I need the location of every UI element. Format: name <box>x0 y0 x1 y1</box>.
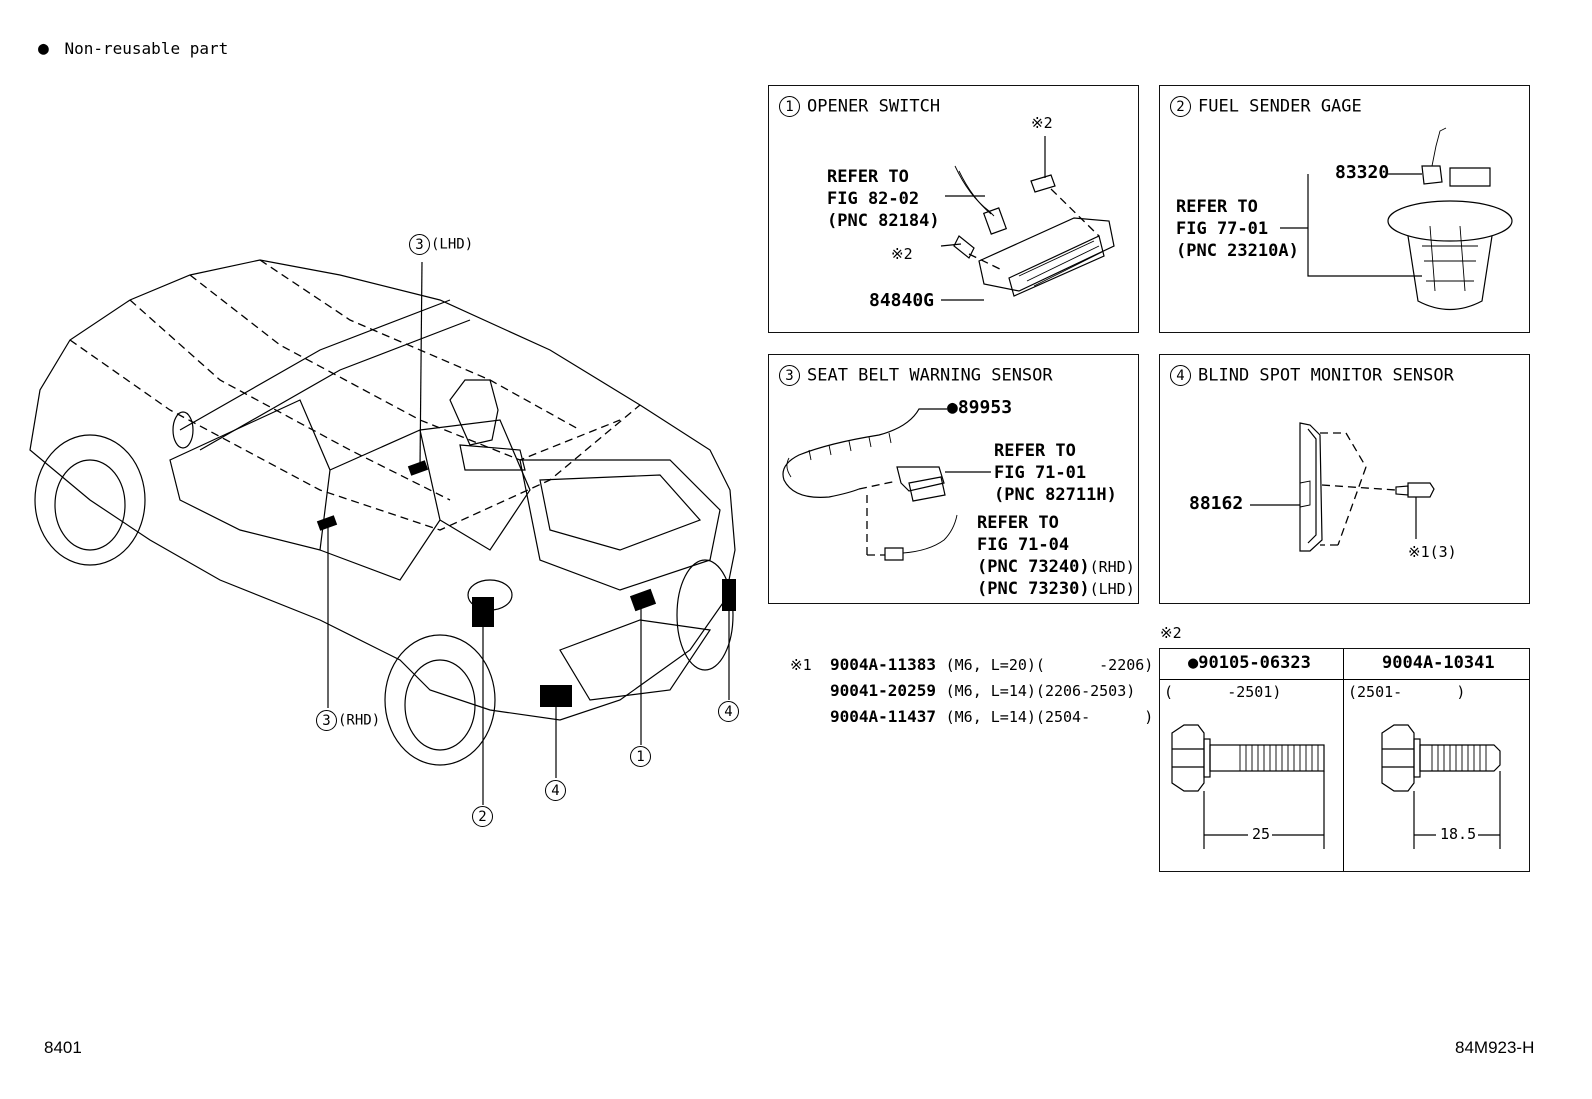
fuel-ref-line-3: (PNC 23210A) <box>1176 241 1299 261</box>
note2-col2-length: 18.5 <box>1440 825 1477 843</box>
callout-3-lhd-label: (LHD) <box>431 236 474 253</box>
note2-bolt-table: ●90105-06323 9004A-10341 ( -2501) (2501-… <box>1159 648 1530 872</box>
panel-opener-title-text: OPENER SWITCH <box>807 96 941 117</box>
seatbelt-ref2-line-1: REFER TO <box>977 513 1059 533</box>
seatbelt-part-number: ●89953 <box>947 397 1012 418</box>
panel-blindspot-number: 4 <box>1170 365 1191 386</box>
note2-col1-pn: 90105-06323 <box>1198 653 1311 673</box>
note1-bolt-list: ※1 9004A-11383 (M6, L=20)( -2206) 90041-2… <box>790 652 1153 730</box>
seatbelt-ref1-line-2: FIG 71-01 <box>994 463 1087 483</box>
panel-seatbelt-title-text: SEAT BELT WARNING SENSOR <box>807 365 1053 386</box>
callout-3-rhd-label: (RHD) <box>338 712 381 729</box>
blindspot-part-number: 88162 <box>1189 493 1244 514</box>
note2-column-divider <box>1343 649 1344 871</box>
callout-3-rhd: 3(RHD) <box>316 710 380 731</box>
note1-row1-spec: (M6, L=20) <box>945 656 1036 674</box>
note1-row-1: ※1 9004A-11383 (M6, L=20)( -2206) <box>790 652 1153 678</box>
seatbelt-ref2-pnc-lhd: (PNC 73230)(LHD) <box>977 578 1135 600</box>
opener-part-number: 84840G <box>869 290 935 311</box>
note1-row2-pn: 90041-20259 <box>830 681 936 700</box>
fuel-part-number: 83320 <box>1335 162 1390 183</box>
opener-ref-line-1: REFER TO <box>827 167 909 187</box>
callout-4-bumper-number: 4 <box>545 780 566 801</box>
callout-4-side: 4 <box>718 701 746 722</box>
blindspot-bolt-note: ※1(3) <box>1408 543 1457 561</box>
note1-mark: ※1 <box>790 656 812 674</box>
seatbelt-reference-1: REFER TO FIG 71-01 (PNC 82711H) <box>994 440 1117 506</box>
note2-bolt-drawings <box>1171 724 1501 849</box>
note2-col1-range: ( -2501) <box>1164 683 1282 701</box>
panel-seat-belt-sensor: 3 SEAT BELT WARNING SENSOR ●89953 REFER T… <box>768 354 1139 604</box>
panel-seatbelt-number: 3 <box>779 365 800 386</box>
seatbelt-pnc-lhd: (PNC 73230) <box>977 579 1090 599</box>
panel-opener-title: 1 OPENER SWITCH <box>779 96 940 117</box>
figure-number: 8401 <box>44 1038 82 1057</box>
note1-row2-range: (2206-2503) <box>1035 682 1136 700</box>
note2-col2-header: 9004A-10341 <box>1382 653 1495 673</box>
note1-row1-pn: 9004A-11383 <box>830 655 936 674</box>
fuel-ref-line-1: REFER TO <box>1176 197 1258 217</box>
opener-reference: REFER TO FIG 82-02 (PNC 82184) <box>827 166 940 232</box>
note1-row2-spec: (M6, L=14) <box>945 682 1036 700</box>
panel-fuel-title-text: FUEL SENDER GAGE <box>1198 96 1362 117</box>
seatbelt-variant-rhd: (RHD) <box>1089 558 1135 576</box>
callout-1-number: 1 <box>630 746 651 767</box>
blindspot-sensor-drawing <box>1250 422 1435 552</box>
seatbelt-ref2-line-2: FIG 71-04 <box>977 535 1070 555</box>
note1-row3-spec: (M6, L=14) <box>945 708 1036 726</box>
panel-fuel-title: 2 FUEL SENDER GAGE <box>1170 96 1362 117</box>
panel-fuel-sender-gage: 2 FUEL SENDER GAGE REFER TO FIG 77-01 (PN… <box>1159 85 1530 333</box>
note2-col1-header: ●90105-06323 <box>1188 653 1311 673</box>
drawing-code: 84M923-H <box>1455 1038 1535 1057</box>
seatbelt-pnc-rhd: (PNC 73240) <box>977 557 1090 577</box>
panel-seatbelt-title: 3 SEAT BELT WARNING SENSOR <box>779 365 1053 386</box>
vehicle-overview-drawing <box>29 259 736 805</box>
fuel-reference: REFER TO FIG 77-01 (PNC 23210A) <box>1176 196 1299 262</box>
note2-col1-length: 25 <box>1252 825 1271 843</box>
note2-header-divider <box>1160 679 1529 680</box>
note2-col1-mark: ● <box>1188 653 1199 673</box>
panel-opener-switch: 1 OPENER SWITCH REFER TO FIG 82-02 (PNC 8… <box>768 85 1139 333</box>
seatbelt-part-number-text: 89953 <box>957 397 1013 418</box>
fuel-sender-drawing <box>1280 127 1513 310</box>
panel-blind-spot-sensor: 4 BLIND SPOT MONITOR SENSOR 88162 ※1(3) <box>1159 354 1530 604</box>
legend-bullet: ● <box>38 38 49 59</box>
seatbelt-ref1-line-1: REFER TO <box>994 441 1076 461</box>
legend-text: Non-reusable part <box>64 39 229 58</box>
note1-row3-pn: 9004A-11437 <box>830 707 936 726</box>
panel-fuel-number: 2 <box>1170 96 1191 117</box>
seatbelt-ref1-line-3: (PNC 82711H) <box>994 485 1117 505</box>
note1-row1-range: ( -2206) <box>1035 656 1154 674</box>
opener-note-top: ※2 <box>1031 114 1053 132</box>
note2-col2-range: (2501- ) <box>1348 683 1466 701</box>
legend: ● Non-reusable part <box>38 38 228 59</box>
seatbelt-variant-lhd: (LHD) <box>1089 580 1135 598</box>
seatbelt-reference-2: REFER TO FIG 71-04 (PNC 73240)(RHD) (PNC… <box>977 512 1135 600</box>
callout-1: 1 <box>630 746 658 767</box>
opener-note-left: ※2 <box>891 245 913 263</box>
seatbelt-non-reusable-mark: ● <box>947 397 958 418</box>
callout-3-rhd-number: 3 <box>316 710 337 731</box>
opener-ref-line-3: (PNC 82184) <box>827 211 940 231</box>
callout-3-lhd-number: 3 <box>409 234 430 255</box>
opener-switch-drawing <box>940 136 1115 301</box>
note2-mark: ※2 <box>1160 624 1182 642</box>
callout-3-lhd: 3(LHD) <box>409 234 473 255</box>
panel-blindspot-title-text: BLIND SPOT MONITOR SENSOR <box>1198 365 1454 386</box>
callout-4-side-number: 4 <box>718 701 739 722</box>
fuel-ref-line-2: FIG 77-01 <box>1176 219 1269 239</box>
callout-2-number: 2 <box>472 806 493 827</box>
seatbelt-sensor-drawing <box>782 408 991 561</box>
note1-row-2: 90041-20259 (M6, L=14)(2206-2503) <box>790 678 1153 704</box>
seatbelt-ref2-pnc-rhd: (PNC 73240)(RHD) <box>977 556 1135 578</box>
callout-4-bumper: 4 <box>545 780 573 801</box>
note1-row-3: 9004A-11437 (M6, L=14)(2504- ) <box>790 704 1153 730</box>
panel-opener-number: 1 <box>779 96 800 117</box>
opener-ref-line-2: FIG 82-02 <box>827 189 920 209</box>
callout-2: 2 <box>472 806 500 827</box>
panel-blindspot-title: 4 BLIND SPOT MONITOR SENSOR <box>1170 365 1454 386</box>
note2-col2-pn: 9004A-10341 <box>1382 653 1495 673</box>
note1-row3-range: (2504- ) <box>1035 708 1154 726</box>
